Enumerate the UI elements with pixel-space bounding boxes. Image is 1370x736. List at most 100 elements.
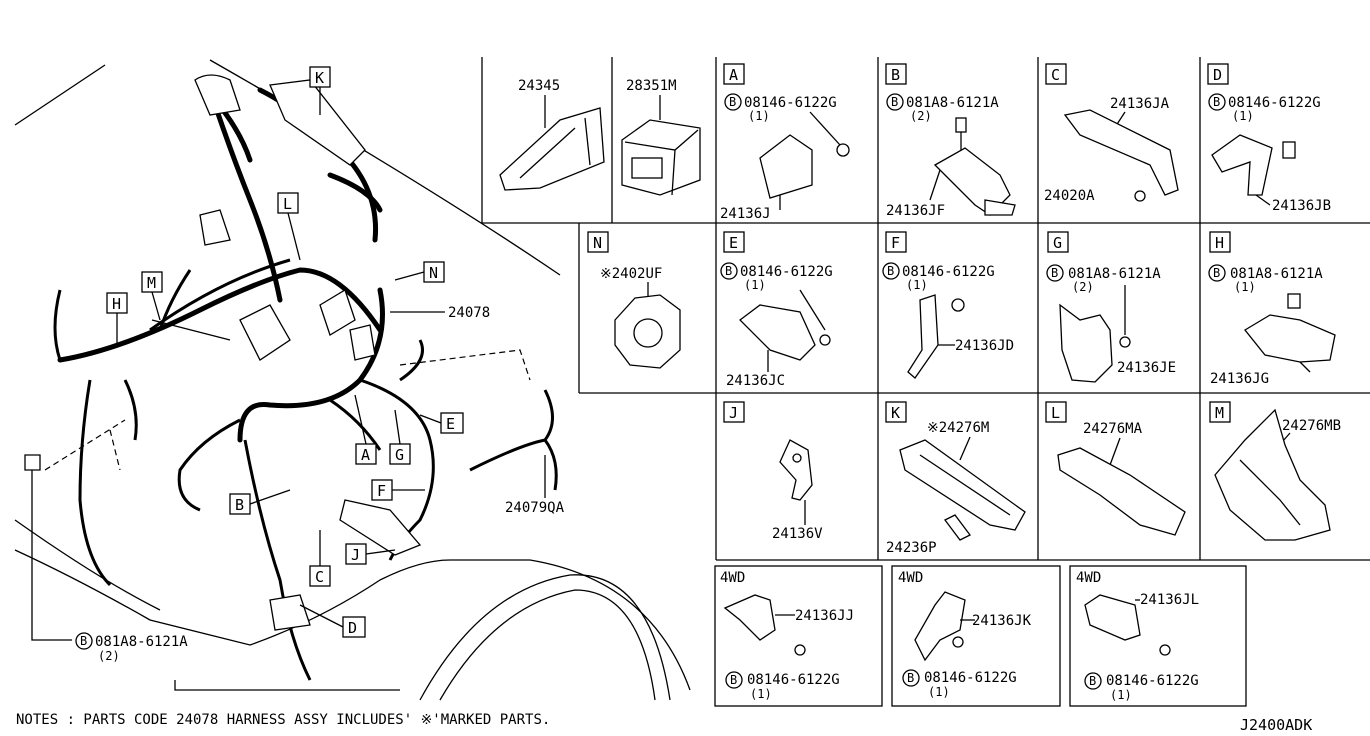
4wd-tag: 4WD [1076,570,1101,586]
cell-letter: D [1213,66,1222,84]
cell-letter: E [729,234,738,252]
bolt-code: 08146-6122G [744,95,837,111]
grid-lines [481,57,1370,707]
bolt-symbol: B [730,673,737,687]
bolt-qty: (1) [1232,109,1254,123]
cell-letter: N [593,234,602,252]
cell-F: F B 08146-6122G (1) 24136JD [882,231,1014,379]
cell-N: N ※2402UF [587,231,681,369]
cell-G: G B 081A8-6121A (2) 24136JE [1046,231,1176,383]
callout-letter: L [283,195,292,213]
diagram-code: J2400ADK [1240,716,1312,734]
part-number-label: ※24276M [927,420,989,436]
notes-text: NOTES : PARTS CODE 24078 HARNESS ASSY IN… [16,712,550,728]
bolt-symbol: B [1213,266,1220,280]
cell-letter: M [1215,404,1224,422]
part-number-label: 24136JB [1272,198,1331,214]
bolt-code: 081A8-6121A [906,95,999,111]
bolt-code: 08146-6122G [747,672,840,688]
part-number-label: 24276MB [1282,418,1341,434]
callout-letter: B [235,496,244,514]
cell-K: K ※24276M 24236P [885,401,1026,556]
part-number-label: 24136JD [955,338,1014,354]
part-number-label: 24136JJ [795,608,854,624]
part-28351M: 28351M [621,78,701,196]
bolt-symbol: B [80,634,87,648]
bolt-symbol: B [891,95,898,109]
bolt-code: 081A8-6121A [1068,266,1161,282]
callout-letter: G [395,446,404,464]
bolt-symbol: B [725,264,732,278]
cell-4wd-2: 4WD 24136JK B 08146-6122G (1) [898,570,1032,699]
cell-C: C 24136JA 24020A [1044,63,1179,204]
bolt-code: 08146-6122G [740,264,833,280]
cell-letter: A [729,66,738,84]
harness-labels: 24078 24079QA [390,305,565,516]
cell-B: B B 081A8-6121A (2) 24136JF [885,63,1016,219]
bolt-symbol: B [887,264,894,278]
bolt-symbol: B [1213,95,1220,109]
bottom-bolt-callout: B 081A8-6121A (2) [31,470,188,663]
part-24345: 24345 [499,78,605,191]
part-number-label: 24136JG [1210,371,1269,387]
callout-letter: J [351,546,360,564]
callout-letter: H [112,295,121,313]
wire-harness-main [24,74,558,681]
callout-letter: N [429,264,438,282]
cell-A: A B 08146-6122G (1) 24136J [720,63,850,222]
callout-letter: K [315,69,324,87]
part-number-label: 24136JK [972,613,1032,629]
bolt-code: 081A8-6121A [95,634,188,650]
part-number-label: 24236P [886,540,937,556]
bolt-symbol: B [907,671,914,685]
cell-letter: J [729,404,738,422]
callout-letter: A [361,446,370,464]
part-number-label: 24020A [1044,188,1095,204]
cell-L: L 24276MA [1045,401,1186,536]
part-number-label: 24136JA [1110,96,1170,112]
part-number-label: 24136JE [1117,360,1176,376]
cell-letter: F [891,234,900,252]
bolt-code: 08146-6122G [1228,95,1321,111]
bolt-qty: (2) [910,109,932,123]
cell-H: H B 081A8-6121A (1) 24136JG [1208,231,1336,387]
harness-part-number: 24078 [448,305,490,321]
cell-J: J 24136V [723,401,823,542]
cell-M: M 24276MB [1209,401,1341,541]
part-number-label: ※2402UF [600,266,662,282]
callout-letter: D [348,619,357,637]
cell-letter: C [1051,66,1060,84]
sub-harness-part-number: 24079QA [505,500,565,516]
bolt-qty: (2) [1072,280,1094,294]
cell-letter: L [1051,404,1060,422]
bolt-symbol: B [729,95,736,109]
bolt-code: 08146-6122G [902,264,995,280]
main-callouts: K L M N H A G E B F C J D [106,66,464,638]
bolt-qty: (1) [744,278,766,292]
cell-4wd-1: 4WD 24136JJ B 08146-6122G (1) [720,570,854,701]
bolt-qty: (1) [750,687,772,701]
bolt-code: 08146-6122G [924,670,1017,686]
cell-letter: B [891,66,900,84]
part-number-label: 24136V [772,526,823,542]
bolt-symbol: B [1051,266,1058,280]
bolt-qty: (2) [98,649,120,663]
bolt-qty: (1) [1110,688,1132,702]
cell-E: E B 08146-6122G (1) 24136JC [720,231,833,389]
part-number-label: 24345 [518,78,560,94]
bolt-code: 081A8-6121A [1230,266,1323,282]
cell-letter: K [891,404,900,422]
part-number-label: 24136J [720,206,771,222]
cell-D: D B 08146-6122G (1) 24136JB [1207,63,1331,214]
part-number-label: 24136JL [1140,592,1199,608]
part-number-label: 28351M [626,78,677,94]
part-number-label: 24136JF [886,203,945,219]
callout-letter: F [377,482,386,500]
bolt-qty: (1) [928,685,950,699]
callout-letter: C [315,568,324,586]
callout-letter: E [446,415,455,433]
cell-4wd-3: 4WD 24136JL B 08146-6122G (1) [1076,570,1199,702]
part-number-label: 24136JC [726,373,785,389]
4wd-tag: 4WD [898,570,923,586]
